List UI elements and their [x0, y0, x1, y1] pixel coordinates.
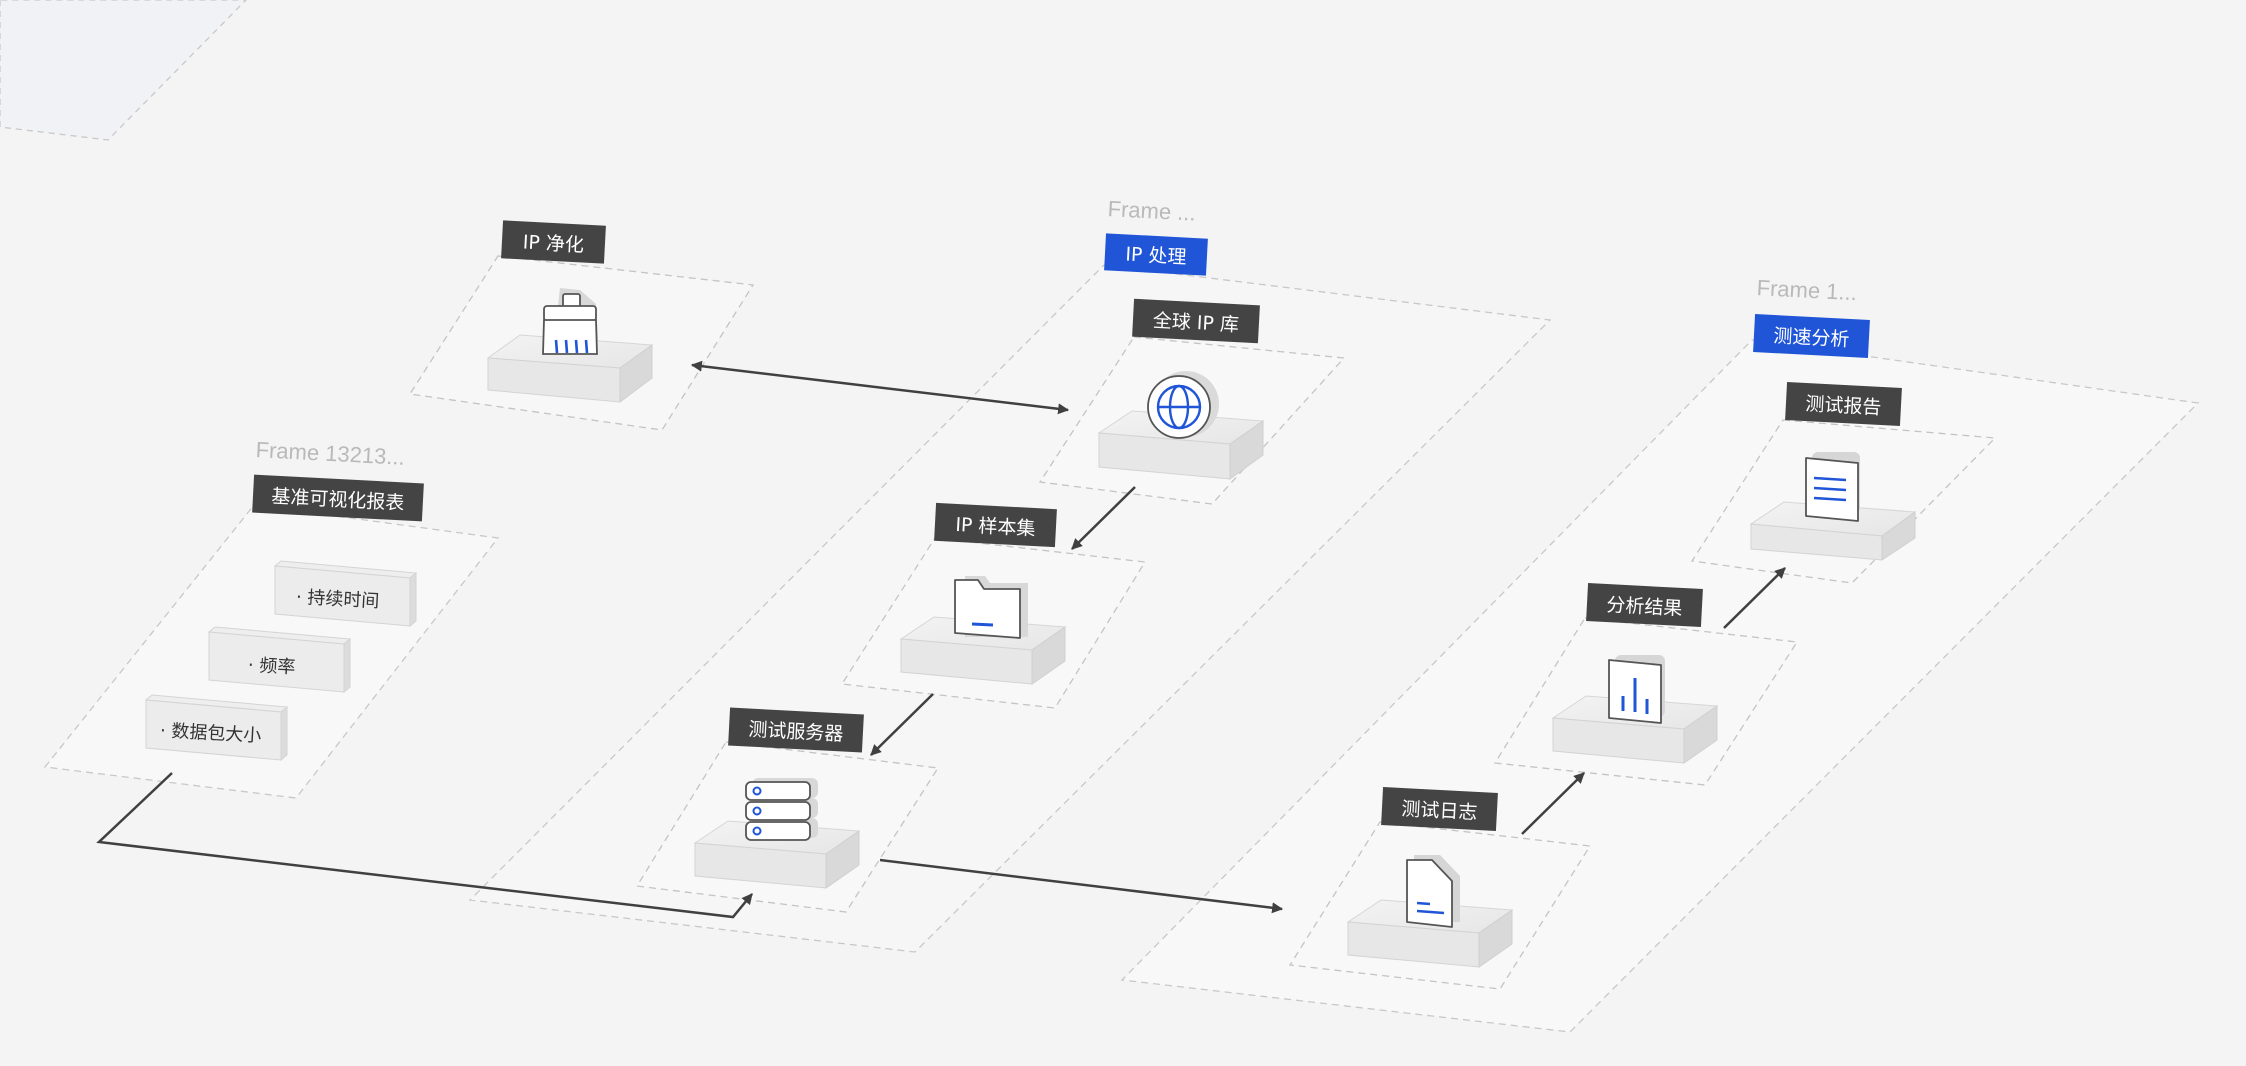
- test-log-tag: 测试日志: [1381, 787, 1498, 831]
- server-icon: [745, 778, 818, 841]
- arrow-test-server-to-test-log: [879, 858, 1284, 914]
- ip-clean-tag: IP 净化: [501, 220, 606, 264]
- metric-duration-label: · 持续时间: [295, 586, 380, 613]
- test-server-tag: 测试服务器: [728, 707, 864, 753]
- metric-packet-size-label: · 数据包大小: [159, 720, 262, 747]
- metric-block-packet-size: [144, 694, 289, 762]
- arrow-global-ip-to-ip-clean: [690, 360, 1070, 415]
- ip-clean-platform: [486, 334, 654, 403]
- log-file-icon: [1406, 855, 1460, 928]
- global-ip-tag: 全球 IP 库: [1132, 298, 1260, 344]
- analysis-tag: 分析结果: [1586, 583, 1703, 627]
- arrow-analysis-to-test-report: [1723, 567, 1786, 629]
- corner-frame: [0, 0, 247, 141]
- broom-icon: [542, 288, 598, 355]
- ip-processing-tag: IP 处理: [1104, 233, 1208, 276]
- global-ip-platform: [1097, 410, 1265, 480]
- arrow-report-to-test-server: [96, 772, 753, 919]
- bar-chart-icon: [1608, 655, 1665, 724]
- test-report-tag: 测试报告: [1785, 382, 1902, 426]
- folder-icon: [954, 576, 1028, 639]
- metric-frequency-label: · 频率: [247, 654, 296, 679]
- metric-block-duration: [273, 560, 418, 628]
- arrow-global-ip-to-ip-samples: [1071, 486, 1136, 550]
- speed-analysis-tag: 测速分析: [1753, 314, 1870, 358]
- arrow-ip-samples-to-test-server: [870, 693, 934, 756]
- test-log-platform: [1346, 899, 1514, 968]
- report-icon: [1805, 452, 1860, 522]
- ip-frame-title: Frame ...: [1107, 196, 1197, 226]
- analysis-platform: [1551, 695, 1719, 764]
- speed-frame-title: Frame 1...: [1756, 275, 1858, 306]
- globe-icon: [1147, 371, 1219, 439]
- metric-block-frequency: [207, 626, 352, 694]
- arrow-test-log-to-analysis: [1521, 772, 1585, 835]
- ip-samples-tag: IP 样本集: [934, 502, 1057, 548]
